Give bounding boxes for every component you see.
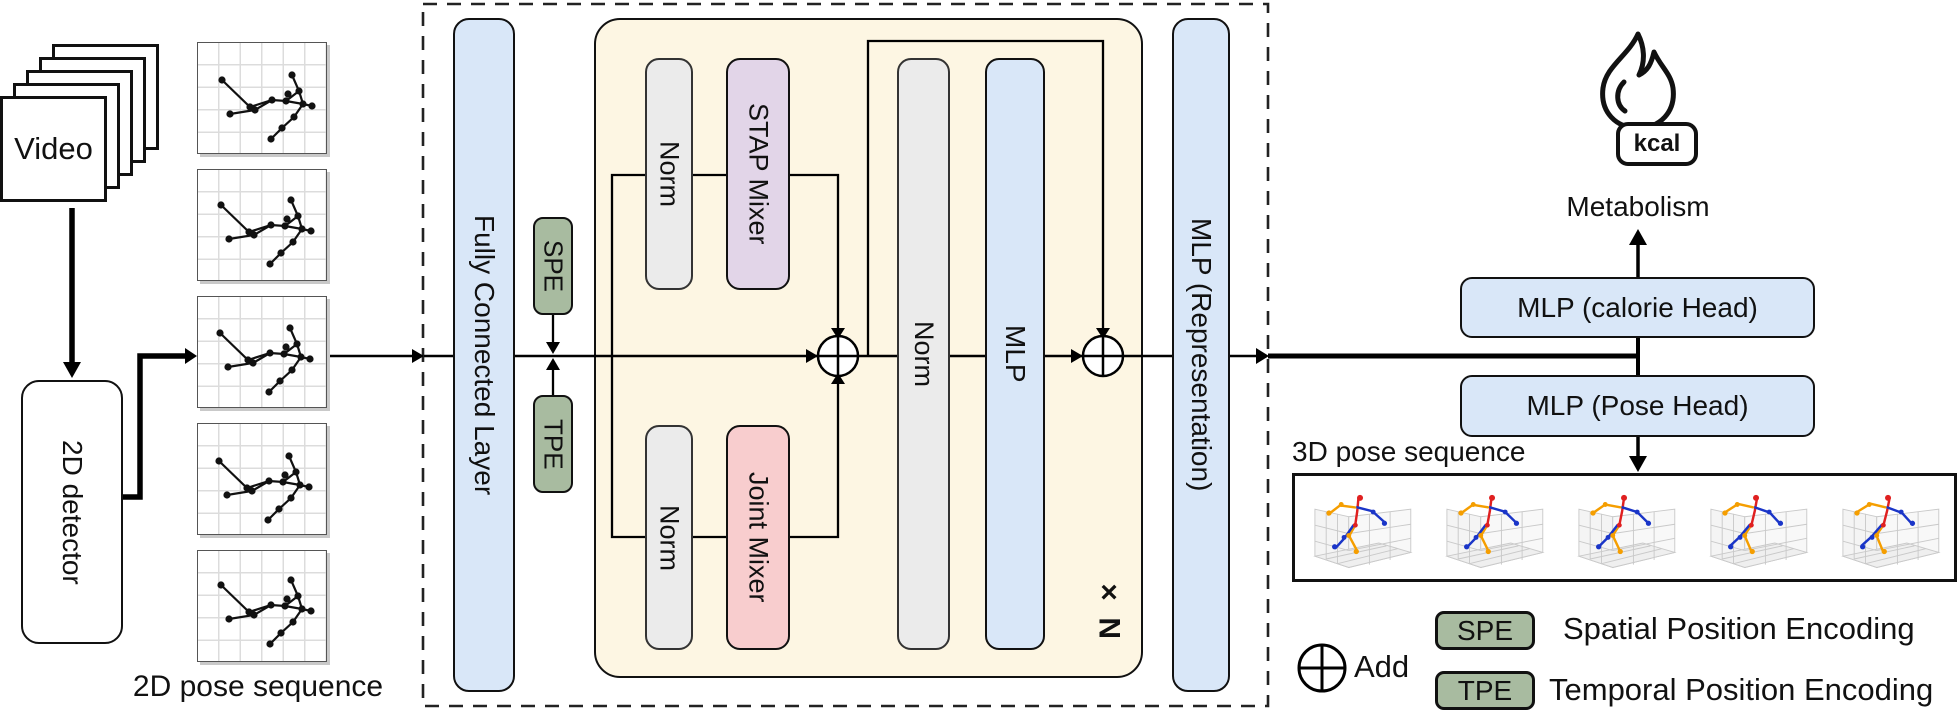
add1-left-arrowhead <box>806 349 818 363</box>
norm-joint-bar: Norm <box>645 425 693 650</box>
stap-mixer-bar: STAP Mixer <box>726 58 790 290</box>
legend-add-circle-icon <box>1297 643 1347 693</box>
stap-mixer-label: STAP Mixer <box>743 103 774 245</box>
legend-spe-box: SPE <box>1435 611 1535 650</box>
pose-2d-frame <box>197 550 327 662</box>
pose-head-label: MLP (Pose Head) <box>1526 390 1749 421</box>
residual-skip-wire <box>866 39 1110 356</box>
joint-mixer-label: Joint Mixer <box>743 472 774 603</box>
tpe-label: TPE <box>538 418 569 470</box>
pose-3d-thumb <box>1559 473 1691 582</box>
spe-tpe-connectors <box>546 315 560 397</box>
pose-2d-caption: 2D pose sequence <box>132 670 384 703</box>
legend-spe-abbr: SPE <box>1456 614 1514 646</box>
calorie-head-label: MLP (calorie Head) <box>1517 291 1758 323</box>
pose3d-arrow <box>1629 437 1647 472</box>
pose-3d-thumb <box>1295 473 1427 582</box>
norm-spatial-label: Norm <box>654 141 685 207</box>
fc-layer-label: Fully Connected Layer <box>469 214 500 496</box>
norm-out-bar: Norm <box>897 58 950 650</box>
add-circle-2-icon <box>1081 334 1125 378</box>
joint-mixer-bar: Joint Mixer <box>726 425 790 650</box>
mlp-representation-bar: MLP (Representation) <box>1172 18 1230 692</box>
pose-2d-frame <box>197 296 327 408</box>
joint-branch-wire <box>610 356 845 539</box>
detector-label: 2D detector <box>57 439 88 585</box>
encoder-dashed-border <box>421 2 1270 708</box>
metabolism-arrow <box>1629 229 1647 277</box>
pose-3d-thumb <box>1690 473 1822 582</box>
video-to-detector-arrow <box>63 208 81 378</box>
pose-3d-caption: 3D pose sequence <box>1292 436 1526 467</box>
metabolism-label: Metabolism <box>1566 191 1710 222</box>
tpe-box: TPE <box>533 395 573 493</box>
pose-2d-frame <box>197 423 327 535</box>
pose-head-box: MLP (Pose Head) <box>1460 375 1815 437</box>
mixer-mlp-label: MLP <box>1000 325 1031 383</box>
mixer-mlp-bar: MLP <box>985 58 1045 650</box>
video-frame-front: Video <box>0 96 107 202</box>
encoder-output-arrow <box>1256 338 1640 375</box>
norm-out-label: Norm <box>909 321 939 387</box>
spe-box: SPE <box>533 217 573 315</box>
legend-add-label: Add <box>1354 649 1410 684</box>
norm-spatial-bar: Norm <box>645 58 693 290</box>
pose-2d-frame <box>197 169 327 281</box>
detector-to-pose-arrow <box>123 348 197 500</box>
legend-tpe-label: Temporal Position Encoding <box>1549 672 1934 707</box>
norm-joint-label: Norm <box>654 504 685 571</box>
pose-3d-thumb <box>1427 473 1559 582</box>
legend-tpe-box: TPE <box>1435 671 1535 710</box>
mlp-representation-label: MLP (Representation) <box>1186 218 1217 492</box>
repeat-n-label: × N <box>1092 576 1126 639</box>
flame-icon <box>1600 31 1676 131</box>
legend-spe-label: Spatial Position Encoding <box>1563 611 1915 646</box>
calorie-head-box: MLP (calorie Head) <box>1460 277 1815 338</box>
pose-3d-thumb <box>1822 473 1954 582</box>
kcal-badge: kcal <box>1616 122 1698 166</box>
add-circle-1-icon <box>816 334 860 378</box>
pose-to-encoder-arrow <box>330 349 424 363</box>
fc-layer-bar: Fully Connected Layer <box>453 18 515 692</box>
add2-left-arrowhead <box>1071 349 1083 363</box>
pose-2d-frame <box>197 42 327 154</box>
detector-box: 2D detector <box>21 380 123 644</box>
spatial-branch-wire <box>610 173 845 356</box>
spe-label: SPE <box>538 239 569 293</box>
kcal-label: kcal <box>1633 130 1681 157</box>
legend-tpe-abbr: TPE <box>1457 674 1513 706</box>
video-label: Video <box>14 131 93 166</box>
pose-3d-strip <box>1292 473 1957 582</box>
